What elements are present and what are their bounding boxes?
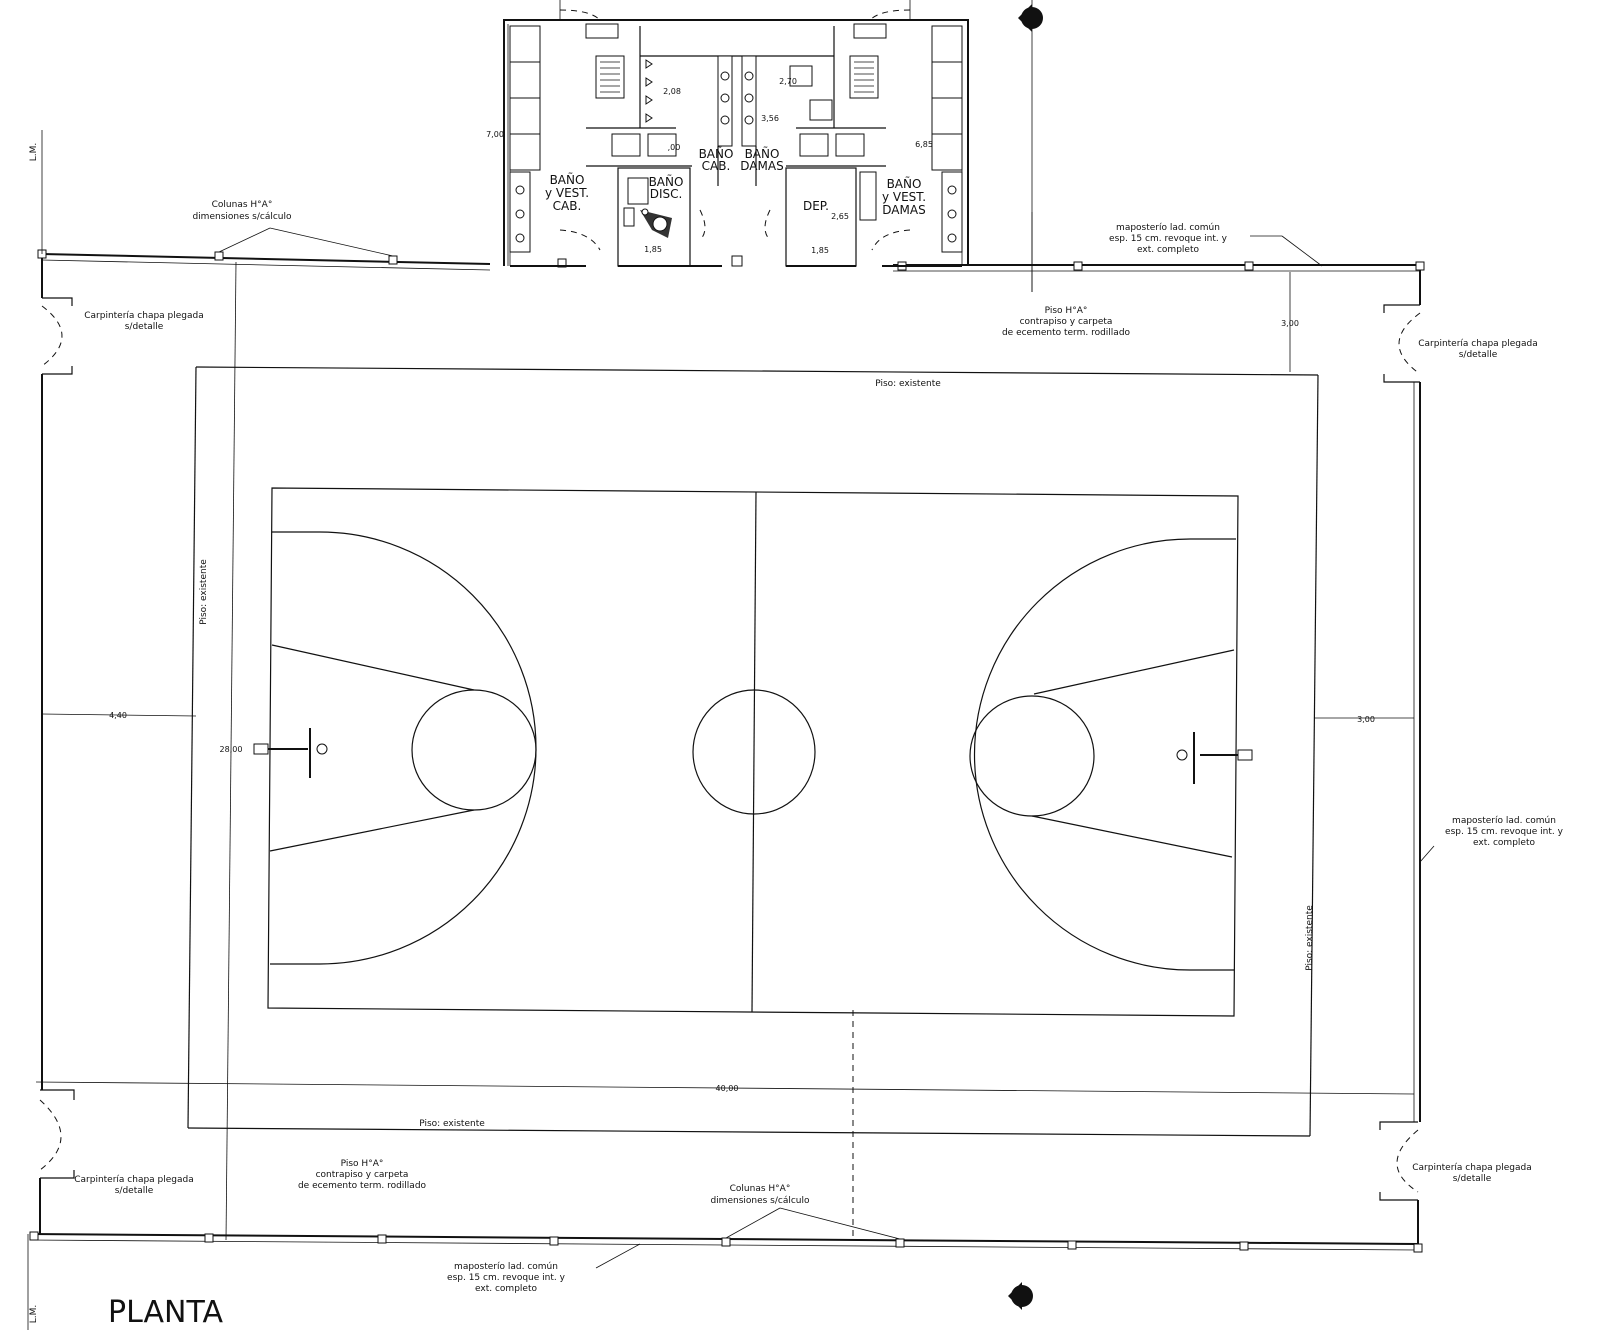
leader-lines <box>218 227 1435 1269</box>
bano-cab-small-line2: CAB. <box>702 159 731 173</box>
bano-cab-line1: BAÑO <box>550 172 585 187</box>
bano-damas-line2: y VEST. <box>882 190 926 204</box>
carpinteria-tr-line1: Carpintería chapa plegada <box>1418 339 1538 349</box>
basketball-court <box>253 487 1253 1017</box>
carpinteria-tl-line1: Carpintería chapa plegada <box>84 311 204 321</box>
room-labels: BAÑO y VEST. CAB. BAÑO DISC. BAÑO CAB. B… <box>545 146 926 217</box>
lm-label-bottom: L.M. <box>29 1305 39 1324</box>
carpinteria-br-line2: s/detalle <box>1453 1174 1492 1184</box>
carpinteria-tl-line2: s/detalle <box>125 322 164 332</box>
page-title: PLANTA <box>108 1295 223 1330</box>
piso-existente-top: Piso: existente <box>875 379 941 389</box>
piso-bottom-line1: Piso H°A° <box>341 1159 384 1169</box>
lm-label-top: L.M. <box>29 143 39 162</box>
dim-2-70: 2,70 <box>779 77 797 86</box>
mamposteria-top-line2: esp. 15 cm. revoque int. y <box>1109 234 1228 244</box>
dim-1-00: ,00 <box>668 143 681 152</box>
piso-top-line2: contrapiso y carpeta <box>1020 317 1113 327</box>
piso-top-line3: de ecemento term. rodillado <box>1002 328 1131 338</box>
columnas-bottom-line2: dimensiones s/cálculo <box>710 1196 810 1206</box>
doors <box>39 297 1421 1201</box>
shower-grid <box>600 61 874 93</box>
existing-floor-boundary <box>35 261 1415 1241</box>
mamposteria-right-line1: maposterío lad. común <box>1452 816 1556 826</box>
dim-disc-1-85: 1,85 <box>644 245 662 254</box>
piso-bottom-line2: contrapiso y carpeta <box>316 1170 409 1180</box>
dim-40-00: 40,00 <box>716 1084 739 1093</box>
bano-damas-small-line1: BAÑO <box>745 146 780 161</box>
dimension-labels: 7,00 6,85 2,08 ,00 3,56 2,70 2,65 1,85 1… <box>109 77 1375 1093</box>
bano-cab-small-line1: BAÑO <box>699 146 734 161</box>
piso-existente-right: Piso: existente <box>1305 905 1315 971</box>
dimension-lines <box>41 0 1414 719</box>
bano-cab-line3: CAB. <box>553 199 582 213</box>
piso-existente-left: Piso: existente <box>199 559 209 625</box>
piso-existente-bottom: Piso: existente <box>419 1119 485 1129</box>
piso-bottom-line3: de ecemento term. rodillado <box>298 1181 427 1191</box>
line-municipal-axis <box>27 130 43 1330</box>
bathroom-building <box>503 0 969 267</box>
mamposteria-top-line3: ext. completo <box>1137 245 1199 255</box>
columns <box>29 249 1425 1253</box>
annotation-labels: Colunas H°A° dimensiones s/cálculo mapos… <box>74 200 1563 1294</box>
dim-28-00: 28,00 <box>220 745 243 754</box>
bano-cab-line2: y VEST. <box>545 186 589 200</box>
dim-2-65: 2,65 <box>831 212 849 221</box>
columnas-top-line2: dimensiones s/cálculo <box>192 212 292 222</box>
bano-disc-line2: DISC. <box>650 187 683 201</box>
dim-2-08: 2,08 <box>663 87 681 96</box>
dep-label: DEP. <box>803 199 829 213</box>
dim-4-40: 4,40 <box>109 711 127 720</box>
bano-damas-small-line2: DAMAS <box>740 159 783 173</box>
dim-dep-1-85: 1,85 <box>811 246 829 255</box>
section-markers <box>1008 4 1043 1310</box>
dim-3-00-top: 3,00 <box>1281 319 1299 328</box>
carpinteria-bl-line1: Carpintería chapa plegada <box>74 1175 194 1185</box>
columnas-bottom-line1: Colunas H°A° <box>730 1184 791 1194</box>
mamposteria-bottom-line3: ext. completo <box>475 1284 537 1294</box>
mamposteria-top-line1: maposterío lad. común <box>1116 223 1220 233</box>
mamposteria-bottom-line2: esp. 15 cm. revoque int. y <box>447 1273 566 1283</box>
wheelchair-icon <box>640 208 672 238</box>
dim-6-85: 6,85 <box>915 140 933 149</box>
dim-3-00-right: 3,00 <box>1357 715 1375 724</box>
mamposteria-right-line2: esp. 15 cm. revoque int. y <box>1445 827 1564 837</box>
carpinteria-tr-line2: s/detalle <box>1459 350 1498 360</box>
bano-damas-line3: DAMAS <box>882 203 925 217</box>
bano-disc-line1: BAÑO <box>649 174 684 189</box>
mamposteria-bottom-line1: maposterío lad. común <box>454 1262 558 1272</box>
piso-top-line1: Piso H°A° <box>1045 306 1088 316</box>
mamposteria-right-line3: ext. completo <box>1473 838 1535 848</box>
columnas-top-line1: Colunas H°A° <box>212 200 273 210</box>
carpinteria-br-line1: Carpintería chapa plegada <box>1412 1163 1532 1173</box>
dim-7-00: 7,00 <box>486 130 504 139</box>
dim-3-56: 3,56 <box>761 114 779 123</box>
bano-damas-line1: BAÑO <box>887 176 922 191</box>
carpinteria-bl-line2: s/detalle <box>115 1186 154 1196</box>
